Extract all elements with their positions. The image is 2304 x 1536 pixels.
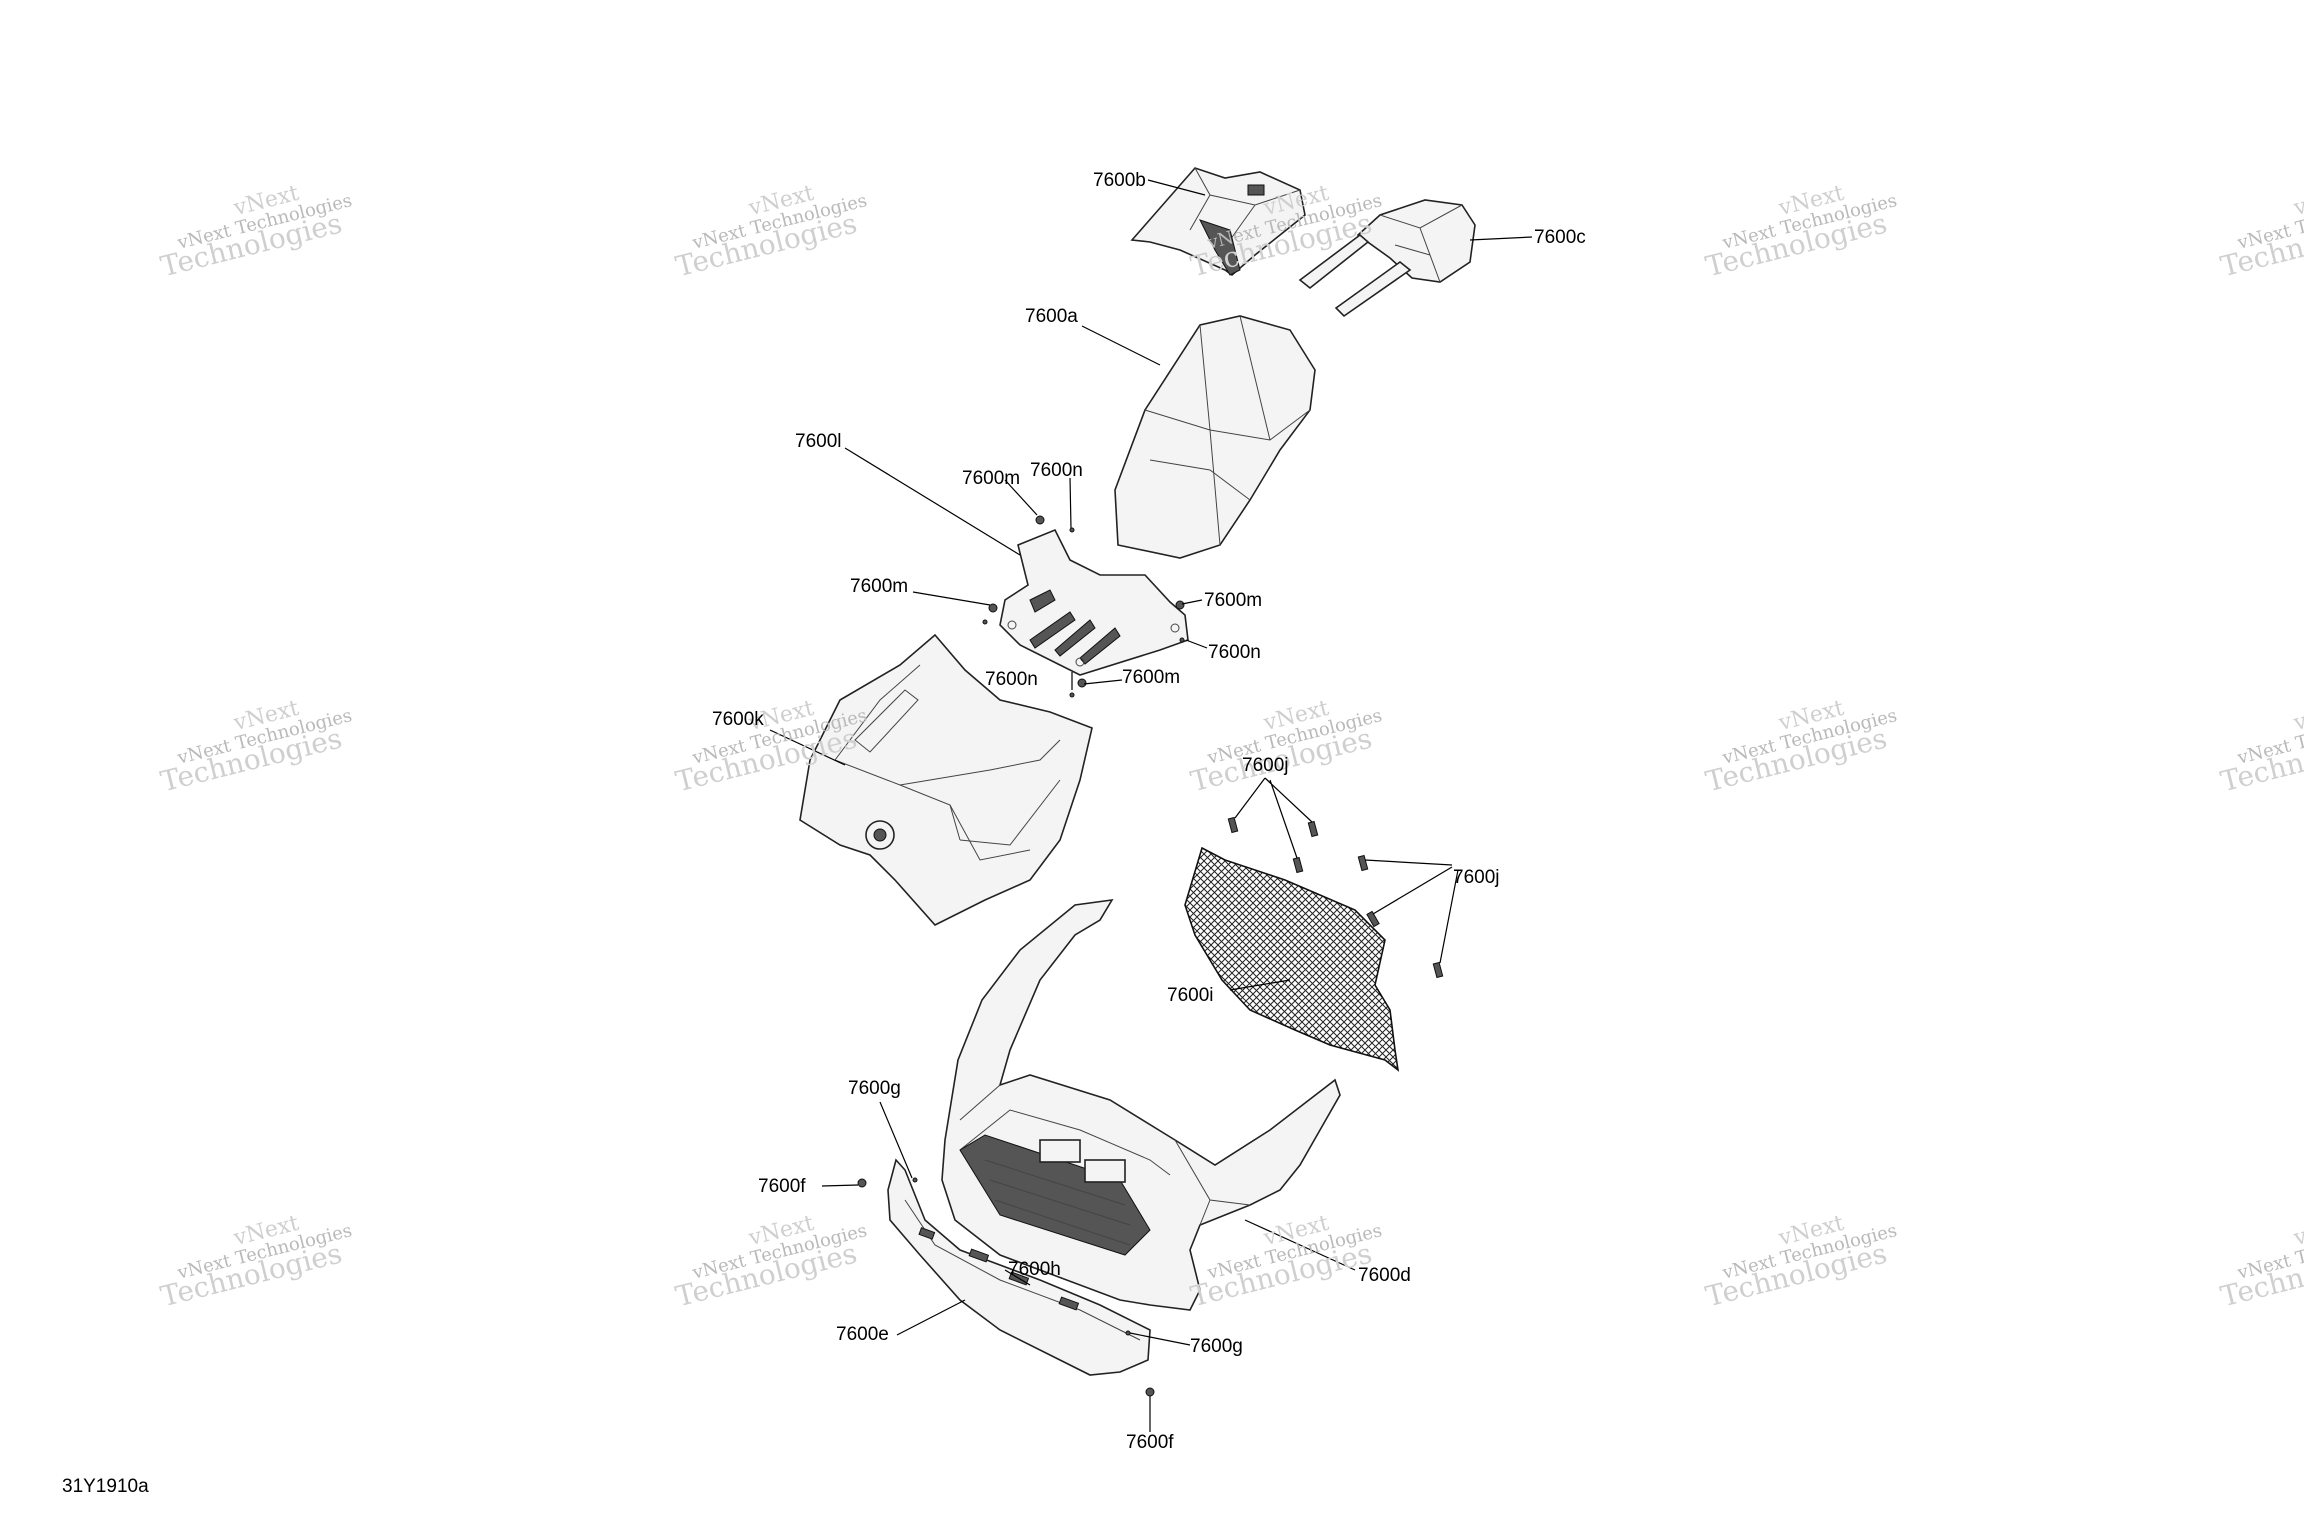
callout-7600i: 7600i	[1167, 985, 1214, 1006]
callout-7600f: 7600f	[758, 1176, 806, 1197]
part-7600j-clips	[1227, 816, 1444, 979]
callout-7600g: 7600g	[848, 1078, 901, 1099]
callout-7600m: 7600m	[850, 576, 909, 597]
leader-lines	[769, 179, 1533, 1432]
part-7600b	[1130, 167, 1306, 277]
part-7600i	[1184, 846, 1400, 1072]
part-7600k	[799, 633, 1093, 926]
callout-7600c: 7600c	[1534, 227, 1586, 248]
callout-7600a: 7600a	[1025, 306, 1078, 327]
callout-7600h: 7600h	[1008, 1259, 1061, 1280]
callout-7600f: 7600f	[1126, 1432, 1174, 1453]
callout-7600m: 7600m	[1204, 590, 1263, 611]
callout-7600g: 7600g	[1190, 1336, 1243, 1357]
callout-7600m: 7600m	[1122, 667, 1181, 688]
callout-7600d: 7600d	[1358, 1265, 1411, 1286]
callout-7600j: 7600j	[1453, 867, 1500, 888]
callout-7600n: 7600n	[985, 669, 1038, 690]
callout-7600j: 7600j	[1242, 755, 1289, 776]
callout-7600k: 7600k	[712, 709, 764, 730]
callout-7600n: 7600n	[1208, 642, 1261, 663]
figure-id: 31Y1910a	[62, 1476, 149, 1497]
callout-7600b: 7600b	[1093, 170, 1146, 191]
part-7600a	[1114, 315, 1316, 559]
part-7600d	[941, 898, 1341, 1311]
callout-7600m: 7600m	[962, 468, 1021, 489]
part-7600c	[1298, 199, 1476, 318]
callout-7600e: 7600e	[836, 1324, 889, 1345]
part-7600l	[999, 528, 1189, 676]
callout-7600l: 7600l	[795, 431, 842, 452]
hardware-fasteners	[982, 515, 1185, 698]
callout-7600n: 7600n	[1030, 460, 1083, 481]
